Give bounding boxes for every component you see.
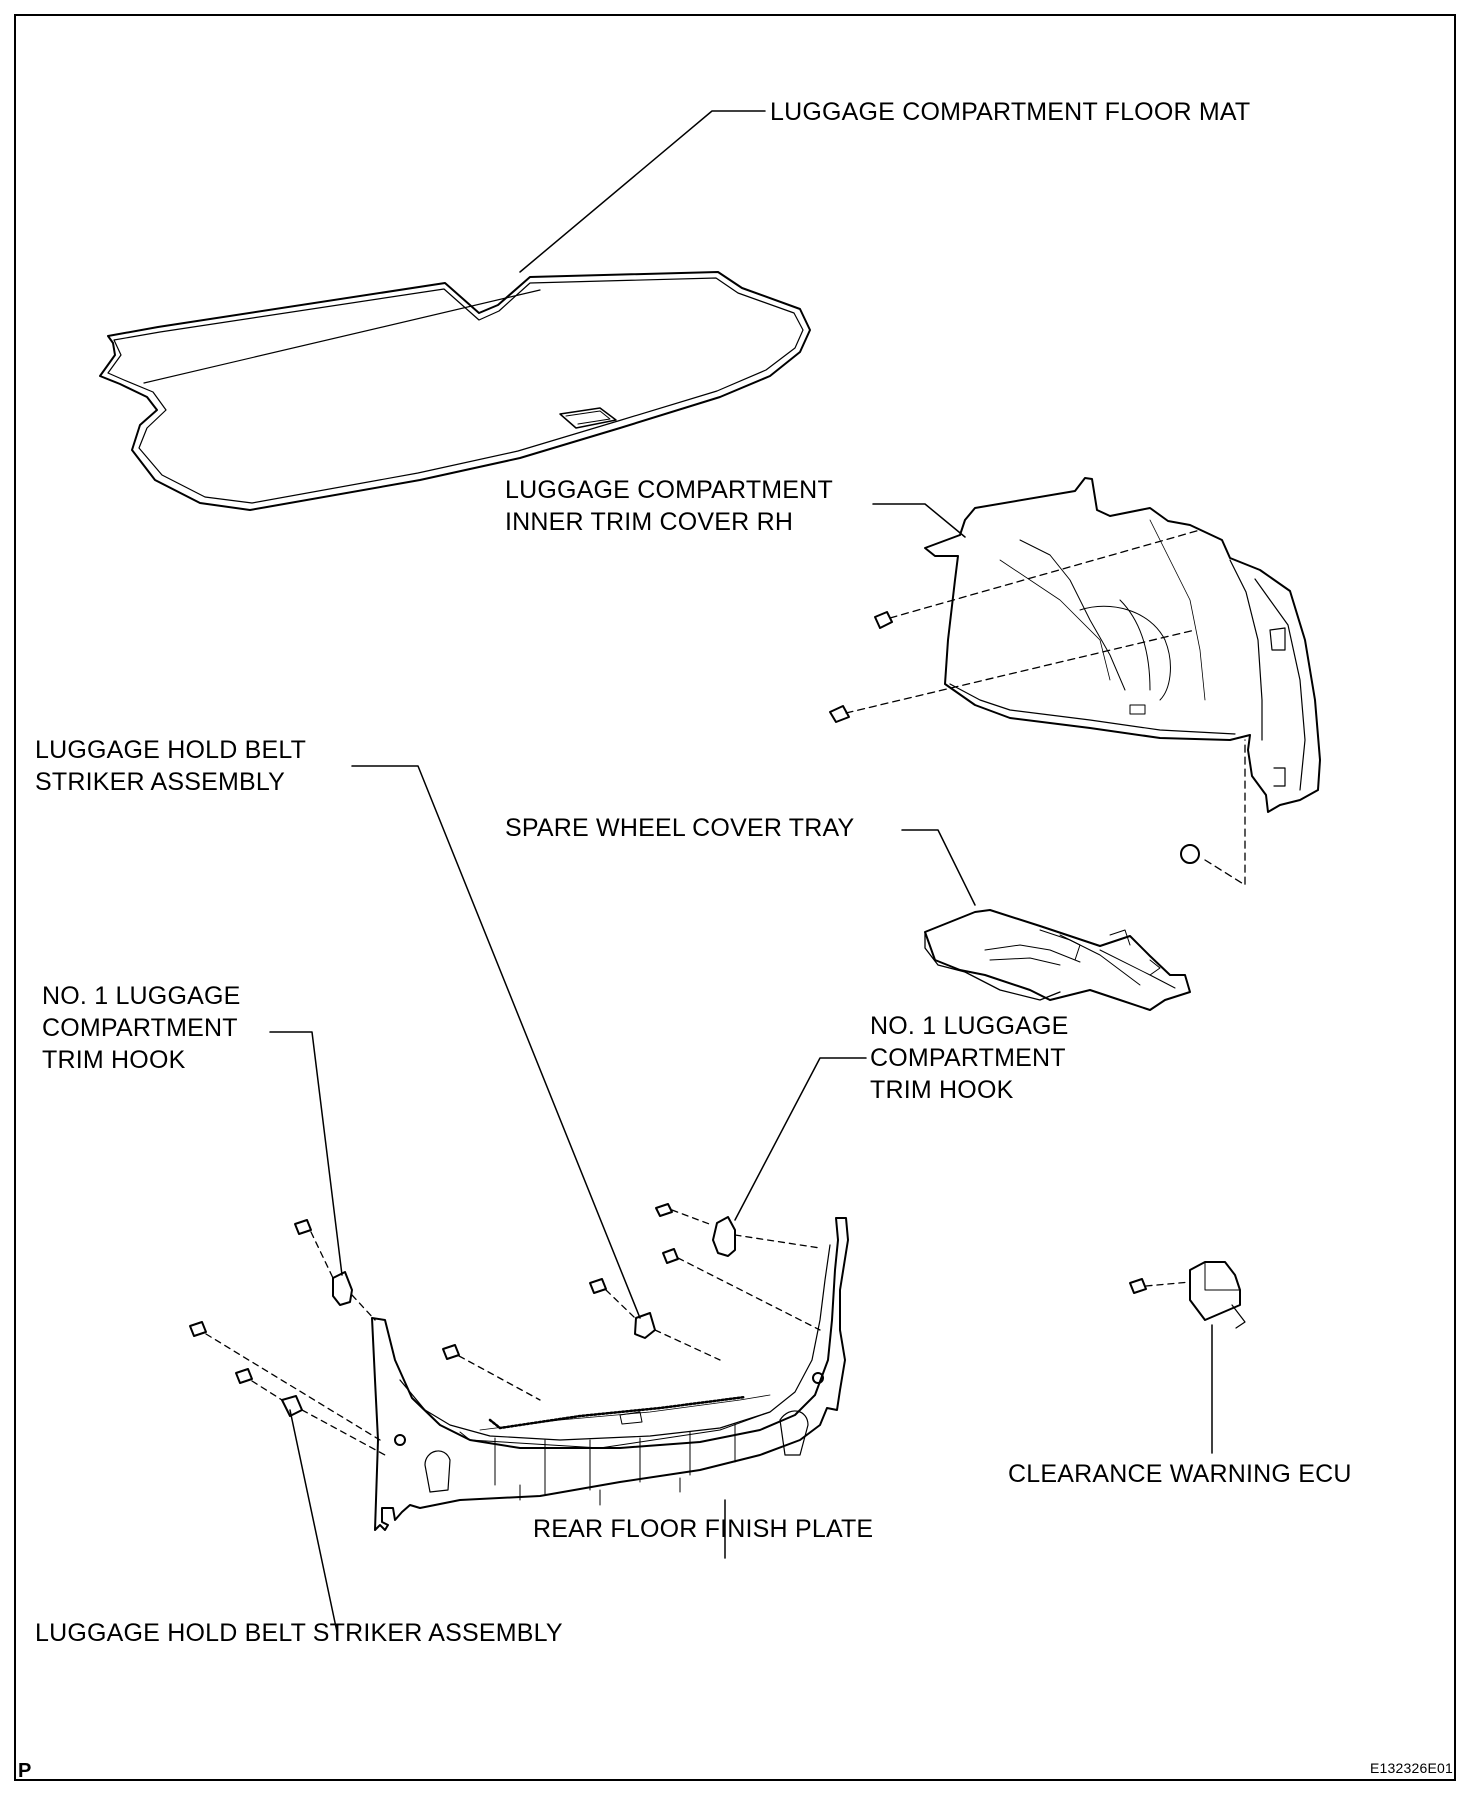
label-trim-hook-right: NO. 1 LUGGAGE COMPARTMENT TRIM HOOK	[870, 1012, 1069, 1104]
label-floor-mat: LUGGAGE COMPARTMENT FLOOR MAT	[770, 98, 1251, 126]
figure-code: E132326E01	[1370, 1760, 1453, 1776]
spare-wheel-tray-drawing	[924, 909, 1191, 1011]
leader-hold-belt-striker-top	[351, 765, 641, 1319]
inner-trim-cover-drawing	[924, 477, 1321, 813]
diagram-frame	[14, 14, 1456, 1781]
label-hold-belt-striker-bottom: LUGGAGE HOLD BELT STRIKER ASSEMBLY	[35, 1619, 563, 1647]
label-rear-floor-finish-plate: REAR FLOOR FINISH PLATE	[533, 1515, 874, 1543]
corner-mark: P	[18, 1760, 32, 1782]
label-spare-wheel-tray: SPARE WHEEL COVER TRAY	[505, 814, 855, 842]
leader-hold-belt-striker-bottom	[289, 1409, 338, 1633]
trim-cover-clips	[829, 529, 1246, 886]
fasteners-and-hooks	[189, 1203, 1246, 1456]
leader-floor-mat	[519, 110, 766, 273]
label-trim-hook-left: NO. 1 LUGGAGE COMPARTMENT TRIM HOOK	[42, 982, 241, 1074]
leader-trim-hook-right	[734, 1057, 867, 1221]
leader-spare-wheel-tray	[901, 829, 976, 906]
rear-floor-finish-plate-drawing	[371, 1217, 849, 1531]
label-clearance-warning-ecu: CLEARANCE WARNING ECU	[1008, 1460, 1352, 1488]
leader-trim-hook-left	[269, 1031, 343, 1276]
label-inner-trim-cover: LUGGAGE COMPARTMENT INNER TRIM COVER RH	[505, 476, 833, 536]
label-hold-belt-striker-top: LUGGAGE HOLD BELT STRIKER ASSEMBLY	[35, 736, 307, 796]
floor-mat-drawing	[99, 271, 811, 511]
leader-inner-trim-cover	[872, 503, 966, 538]
